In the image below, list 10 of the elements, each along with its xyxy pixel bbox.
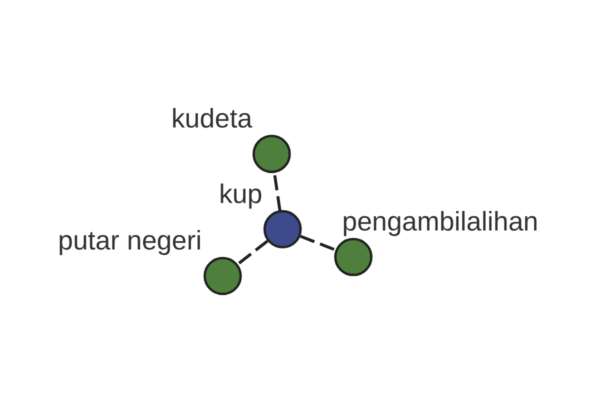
connector: [236, 240, 268, 266]
node-circle: [263, 210, 302, 248]
node-label: pengambilalihan: [342, 206, 538, 237]
node-circle: [204, 256, 242, 296]
node-label: kudeta: [171, 104, 252, 134]
node-label: kup: [218, 178, 262, 209]
node-circle: [334, 238, 372, 276]
node-circle: [252, 134, 291, 174]
connector: [300, 234, 336, 252]
node-label: putar negeri: [58, 226, 202, 256]
